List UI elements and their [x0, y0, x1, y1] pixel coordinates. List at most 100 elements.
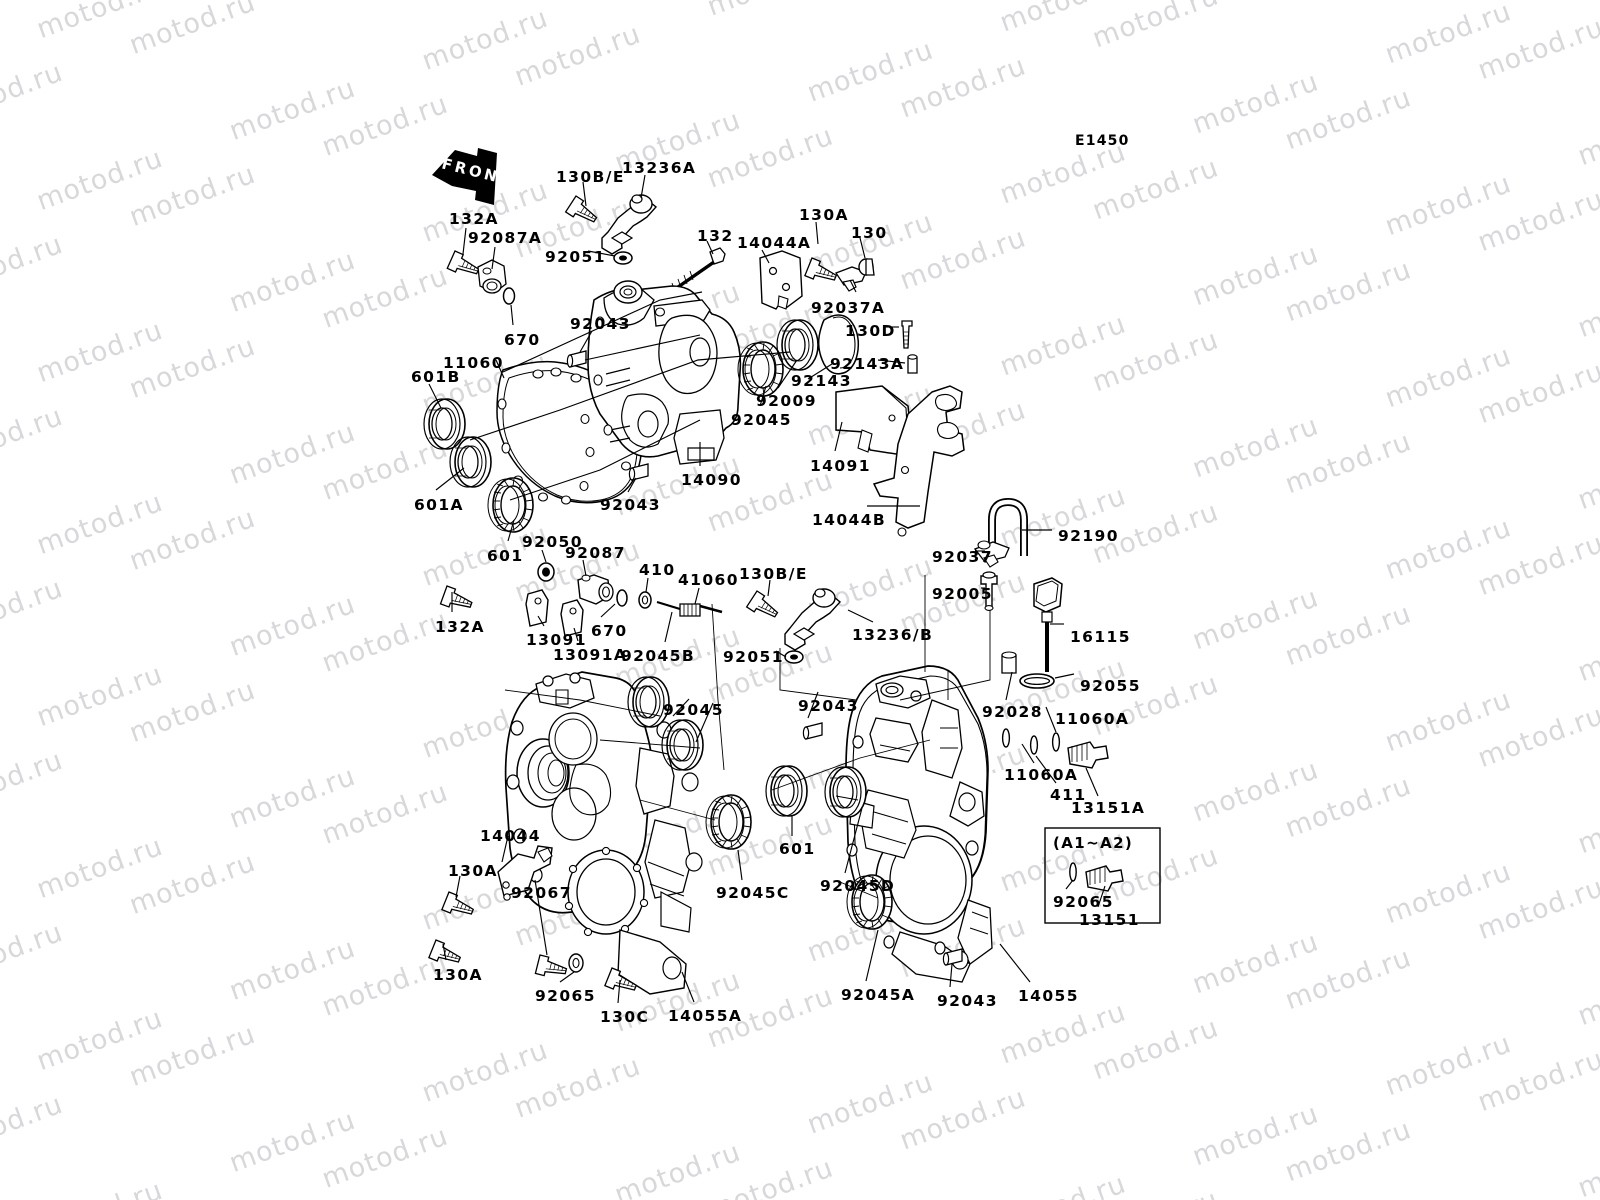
part-130A-bolt-2 [428, 939, 464, 970]
part-label-130A: 130A [799, 206, 849, 224]
part-label-13151: 13151 [1079, 911, 1140, 929]
part-label-132: 132 [697, 227, 734, 245]
part-label-92043: 92043 [600, 496, 661, 514]
part-label-92055: 92055 [1080, 677, 1141, 695]
part-label-13091: 13091 [526, 631, 587, 649]
part-130D-bolt [901, 320, 913, 349]
part-label-601: 601 [779, 840, 816, 858]
part-13151A-switch [1067, 741, 1109, 769]
part-label-92009: 92009 [756, 392, 817, 410]
part-13236A-lever [565, 194, 658, 255]
part-92028-collar [1001, 651, 1017, 674]
part-92190-hose [988, 497, 1028, 556]
part-label-92087: 92087 [565, 544, 626, 562]
part-92051-washer-top [613, 251, 633, 265]
part-label-92065: 92065 [535, 987, 596, 1005]
part-label-130A: 130A [433, 966, 483, 984]
part-92045-seal-top [737, 341, 784, 397]
part-601B-bearing [423, 398, 466, 450]
part-92037-clamp-mid [973, 540, 1010, 568]
part-14090-crankcase-upper [587, 280, 742, 471]
inset-caption: (A1~A2) [1053, 834, 1134, 852]
part-14055-crankcase-right [845, 665, 993, 983]
part-label-13236A: 13236A [622, 159, 697, 177]
part-label-41060: 41060 [678, 571, 739, 589]
part-130-plug [858, 258, 875, 276]
part-16115-dipstick [1033, 577, 1063, 672]
part-label-411: 411 [1050, 786, 1087, 804]
leader-lines [428, 174, 1106, 1004]
part-92037A-clamp [835, 266, 867, 292]
part-92045D-seal [824, 766, 867, 818]
part-label-132A: 132A [449, 210, 499, 228]
part-label-92067: 92067 [511, 884, 572, 902]
part-label-14091: 14091 [810, 457, 871, 475]
part-92050-seal [537, 562, 555, 582]
part-92043-dowel-a [566, 350, 587, 368]
part-92055-oring [1019, 673, 1055, 689]
part-132A-bolt-mid [439, 585, 475, 615]
part-130A-bolt-1 [441, 891, 477, 922]
part-92051-washer-mid [784, 650, 804, 664]
part-label-92045A: 92045A [841, 986, 916, 1004]
part-label-11060A: 11060A [1004, 766, 1079, 784]
part-13091A-plate [560, 599, 584, 637]
part-label-92051: 92051 [723, 648, 784, 666]
part-label-130C: 130C [600, 1008, 650, 1026]
part-14044A-bracket [759, 250, 803, 310]
part-410-washer [638, 591, 652, 609]
diagram-code: E1450 [1075, 133, 1130, 149]
part-label-601: 601 [487, 547, 524, 565]
part-label-92028: 92028 [982, 703, 1043, 721]
part-label-92043: 92043 [937, 992, 998, 1010]
part-label-92005: 92005 [932, 585, 993, 603]
part-670-oring-mid [616, 589, 628, 607]
part-label-92037: 92037 [932, 548, 993, 566]
part-label-14055A: 14055A [668, 1007, 743, 1025]
part-14044-bracket-lower [497, 845, 553, 901]
part-14091-shield [835, 385, 913, 455]
part-92143-collar-ring [817, 314, 860, 375]
part-label-13151A: 13151A [1071, 799, 1146, 817]
part-label-16115: 16115 [1070, 628, 1131, 646]
part-130A-bolt-top [804, 257, 840, 288]
front-direction-arrow [432, 148, 497, 205]
part-label-11060: 11060 [443, 354, 504, 372]
part-13236B-lever [746, 588, 842, 651]
part-92065-washer [568, 953, 584, 973]
part-label-92043: 92043 [798, 697, 859, 715]
part-13091-plate [525, 589, 549, 627]
part-label-601B: 601B [411, 368, 461, 386]
part-label-132A: 132A [435, 618, 485, 636]
part-label-11060A: 11060A [1055, 710, 1130, 728]
part-label-670: 670 [504, 331, 541, 349]
part-label-92043: 92043 [570, 315, 631, 333]
part-601-bearing [487, 477, 534, 533]
part-label-92045: 92045 [663, 701, 724, 719]
part-label-601A: 601A [414, 496, 464, 514]
part-label-14055: 14055 [1018, 987, 1079, 1005]
part-label-130A: 130A [448, 862, 498, 880]
part-label-92051: 92051 [545, 248, 606, 266]
part-label-92190: 92190 [1058, 527, 1119, 545]
part-92067-bolt [534, 954, 569, 982]
part-411-washer [1029, 735, 1039, 755]
part-11060A-right [1051, 732, 1061, 752]
part-92087A-assembly [446, 250, 507, 294]
part-14044B-bracket [872, 385, 965, 537]
part-label-130D: 130D [845, 322, 896, 340]
part-label-14044: 14044 [480, 827, 541, 845]
part-92043-dowel-c [802, 722, 823, 740]
part-92143A-collar [907, 354, 918, 374]
part-label-92050: 92050 [522, 533, 583, 551]
part-label-14044B: 14044B [812, 511, 887, 529]
part-label-92045: 92045 [731, 411, 792, 429]
part-670-oring-top [502, 287, 516, 305]
part-label-14090: 14090 [681, 471, 742, 489]
part-label-410: 410 [639, 561, 676, 579]
part-label-92045D: 92045D [820, 877, 896, 895]
part-601-seal-bottom [765, 765, 808, 817]
part-label-92037A: 92037A [811, 299, 886, 317]
